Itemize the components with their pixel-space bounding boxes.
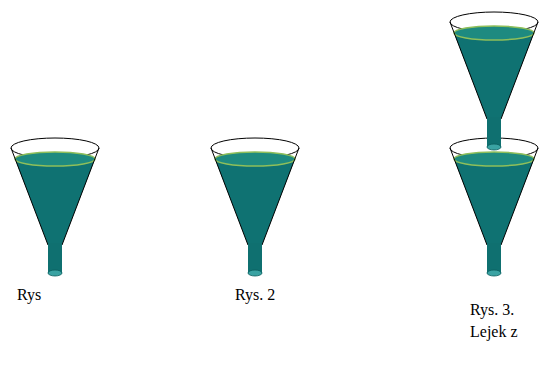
figure-caption: Rys. 3.	[470, 300, 514, 319]
funnel	[450, 138, 538, 276]
figure-caption: Rys. 2	[235, 285, 275, 304]
figure-caption: Lejek z	[470, 322, 518, 341]
funnel	[11, 138, 99, 276]
funnel	[211, 138, 299, 276]
funnel	[450, 12, 538, 150]
figure-caption: Rys	[17, 285, 41, 304]
